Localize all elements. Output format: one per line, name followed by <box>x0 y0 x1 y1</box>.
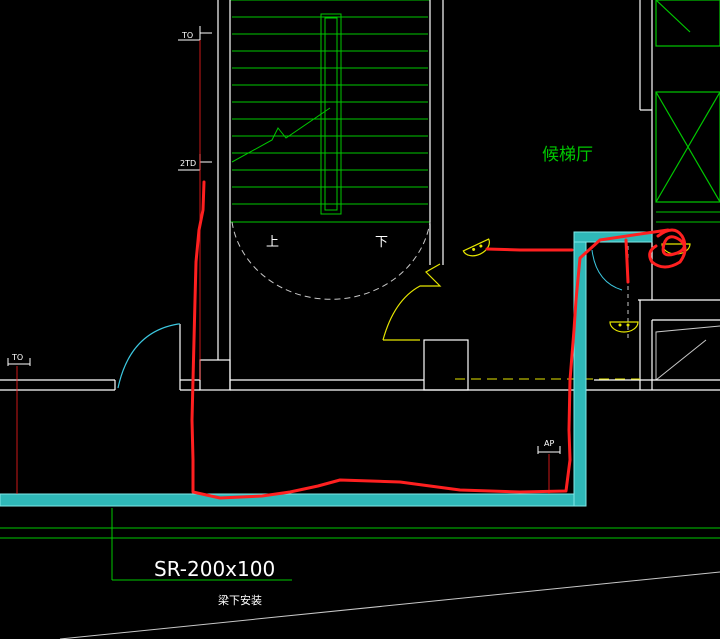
elevator-door-lines <box>656 211 720 223</box>
elevator-cars <box>655 0 720 203</box>
tag-to-top <box>178 26 212 41</box>
grid-lines <box>0 508 720 581</box>
red-markup-drop <box>624 238 630 284</box>
room-label-elevator-lobby: 候梯厅 <box>542 145 593 165</box>
tag-to-top-text: TO <box>181 31 193 40</box>
stair-handrail <box>320 13 342 215</box>
elevator-shafts <box>638 0 720 390</box>
tag-ap <box>537 446 561 454</box>
stairwell <box>229 0 431 223</box>
tray-note-label: 梁下安装 <box>218 593 262 607</box>
ceiling-device-right <box>609 321 639 333</box>
stair-down-label: 下 <box>375 235 388 250</box>
red-markup-branch <box>485 247 574 252</box>
stair-treads <box>232 16 428 205</box>
stair-up-label: 上 <box>266 235 279 250</box>
tag-to-left-text: TO <box>11 353 23 362</box>
tag-2td-text: 2TD <box>180 159 196 168</box>
stair-break-line <box>231 107 331 163</box>
stair-walls <box>199 0 444 391</box>
red-markup-scribble <box>648 228 687 269</box>
cable-tray <box>0 231 653 507</box>
left-door <box>117 323 180 389</box>
stair-swing-arc <box>231 221 431 300</box>
diagonal-line <box>59 571 720 639</box>
tray-spec-label: SR-200x100 <box>154 557 275 581</box>
yellow-door <box>382 263 442 341</box>
tag-to-left <box>7 358 31 366</box>
ceiling-device-left <box>462 238 490 257</box>
lobby-arc <box>591 249 623 291</box>
corridor-walls <box>0 324 720 391</box>
tag-ap-text: AP <box>544 439 554 448</box>
elevator-lower-shaft <box>655 325 720 380</box>
red-markup-route <box>190 180 670 500</box>
red-markup <box>190 180 687 500</box>
